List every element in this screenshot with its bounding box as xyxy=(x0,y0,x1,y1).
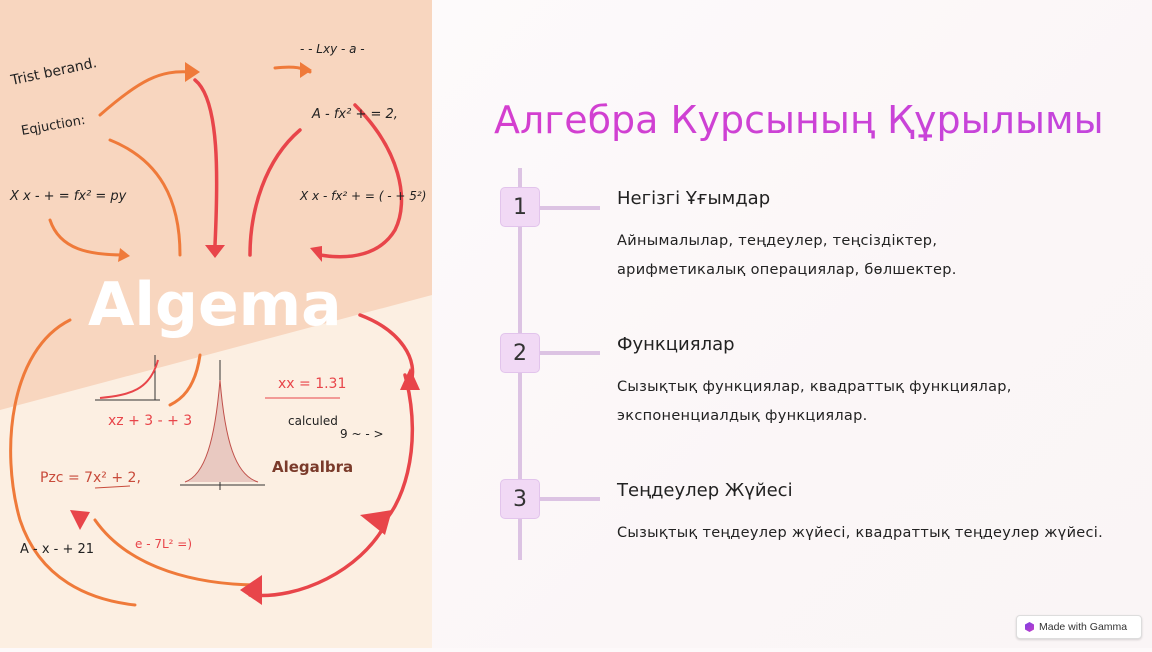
illustration-label: xx = 1.31 xyxy=(278,376,346,392)
illustration-label: A - fx² + = 2, xyxy=(311,107,398,122)
badge-label: Made with Gamma xyxy=(1039,621,1128,633)
step-number-badge: 3 xyxy=(500,479,540,519)
step-heading: Теңдеулер Жүйесі xyxy=(617,480,793,501)
timeline-connector xyxy=(540,206,600,210)
page-title: Алгебра Курсының Құрылымы xyxy=(494,98,1104,142)
step-description-line: Сызықтық функциялар, квадраттық функциял… xyxy=(617,379,1012,395)
step-heading: Функциялар xyxy=(617,334,735,355)
illustration-art: Trist berand. Eqjuction: X x - + = fx² =… xyxy=(0,0,432,648)
illustration-label: - - Lxy - a - xyxy=(300,42,365,56)
illustration-label: X x - fx² + = ( - + 5²) xyxy=(299,189,426,203)
step-description-line: Сызықтық теңдеулер жүйесі, квадраттық те… xyxy=(617,525,1104,541)
illustration-label: xz + 3 - + 3 xyxy=(108,413,192,429)
illustration-label: X x - + = fx² = py xyxy=(9,189,127,204)
step-description-line: арифметикалық операциялар, бөлшектер. xyxy=(617,262,957,278)
step-heading: Негізгі Ұғымдар xyxy=(617,188,771,209)
gamma-logo-icon xyxy=(1025,622,1034,632)
illustration-label: e - 7L² =) xyxy=(135,537,192,551)
illustration-label: calculed xyxy=(288,414,338,428)
step-number-badge: 2 xyxy=(500,333,540,373)
step-description: Сызықтық теңдеулер жүйесі, квадраттық те… xyxy=(617,519,1103,548)
illustration-logo-text: Algema xyxy=(88,270,342,340)
step-description: Айнымалылар, теңдеулер, теңсіздіктер, ар… xyxy=(617,227,957,285)
illustration-label: Alegalbra xyxy=(272,458,353,476)
step-description: Сызықтық функциялар, квадраттық функциял… xyxy=(617,373,1012,431)
content-panel xyxy=(432,0,1152,648)
timeline-connector xyxy=(540,351,600,355)
step-description-line: Айнымалылар, теңдеулер, теңсіздіктер, xyxy=(617,233,938,249)
illustration-label: A - x - + 21 xyxy=(20,542,94,557)
illustration-label: Pzc = 7x² + 2, xyxy=(40,470,141,486)
made-with-gamma-badge[interactable]: Made with Gamma xyxy=(1016,615,1142,639)
timeline-connector xyxy=(540,497,600,501)
illustration-label: 9 ~ - > xyxy=(340,427,384,441)
step-description-line: экспоненциалдық функциялар. xyxy=(617,408,868,424)
algebra-illustration: Trist berand. Eqjuction: X x - + = fx² =… xyxy=(0,0,432,648)
arrow xyxy=(98,70,192,117)
step-number-badge: 1 xyxy=(500,187,540,227)
